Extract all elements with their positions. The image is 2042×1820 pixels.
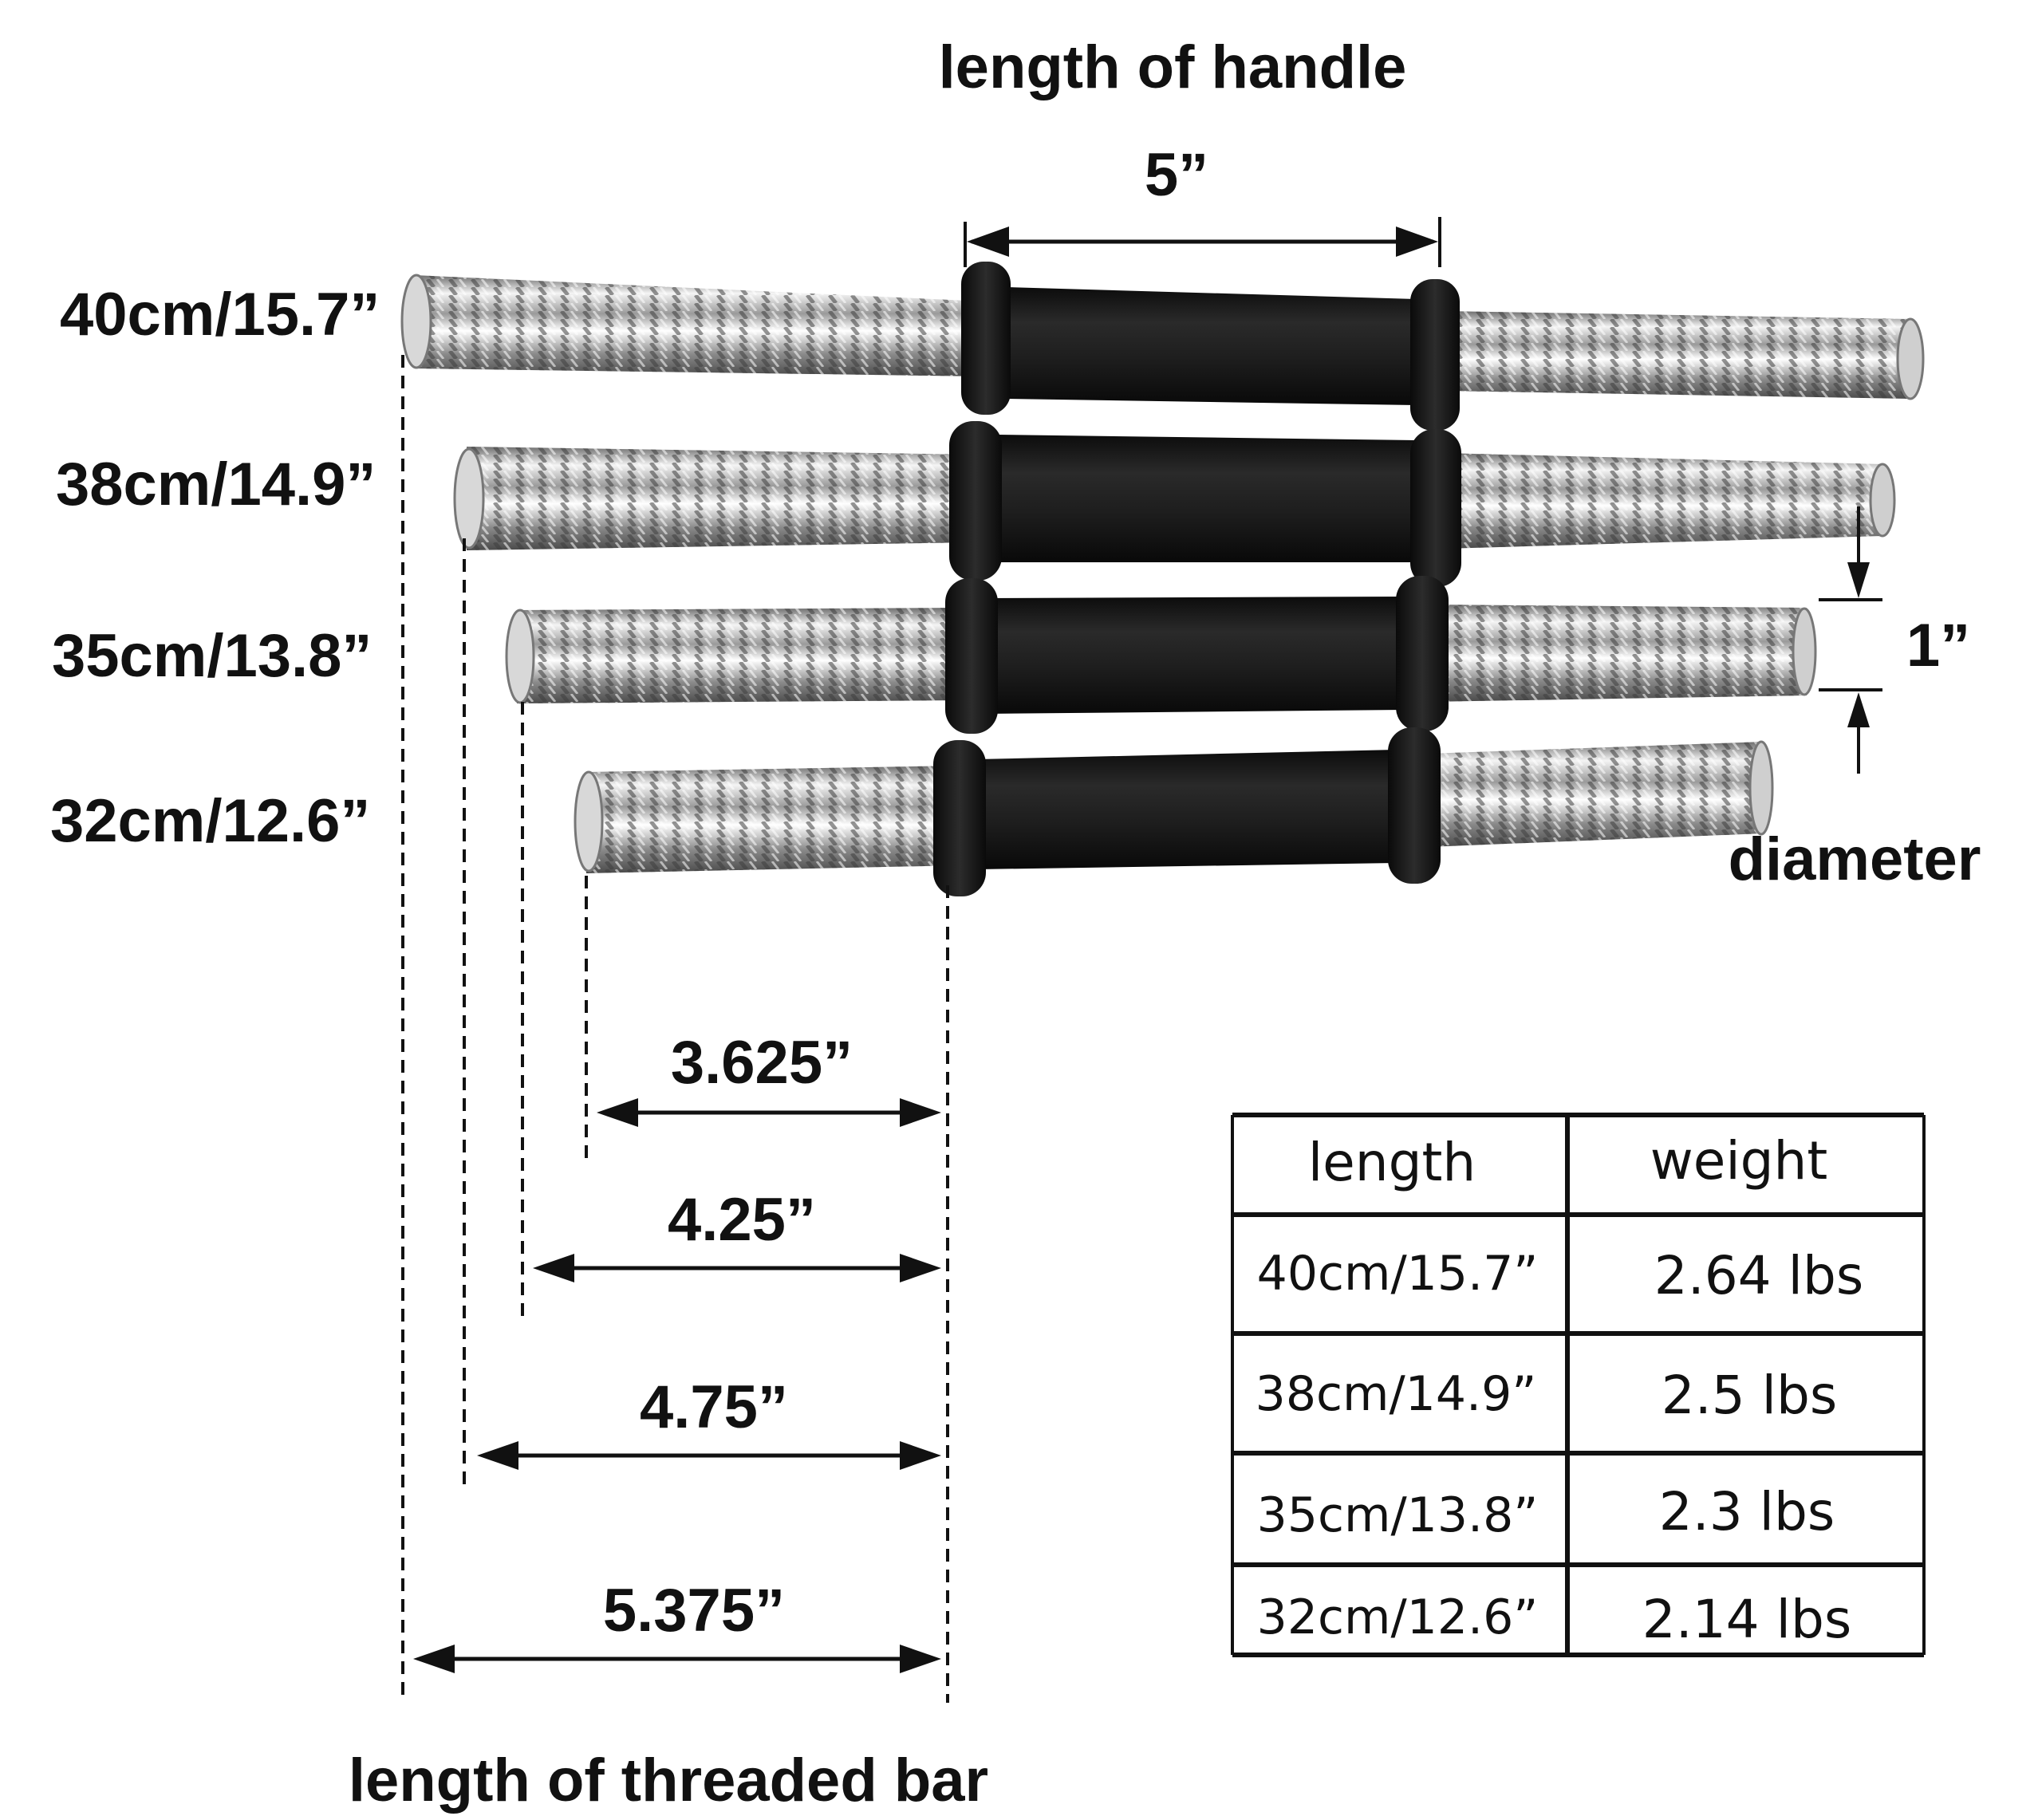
thread-length-40cm: 5.375” bbox=[603, 1577, 785, 1645]
thread-length-32cm: 3.625” bbox=[671, 1029, 853, 1097]
handle-length-value: 5” bbox=[1145, 141, 1208, 209]
table-cell-weight: 2.14 lbs bbox=[1642, 1589, 1852, 1650]
table-header-length: length bbox=[1308, 1132, 1476, 1193]
bar-label-35cm: 35cm/13.8” bbox=[52, 622, 372, 690]
thread-arrow-40cm bbox=[413, 1645, 941, 1673]
thread-arrow-35cm bbox=[533, 1254, 941, 1282]
extension-lines bbox=[401, 355, 949, 1703]
bar-label-38cm: 38cm/14.9” bbox=[56, 451, 376, 518]
dumbbell-bar-35cm bbox=[505, 576, 1817, 734]
thread-arrow-32cm bbox=[597, 1098, 941, 1127]
bar-label-32cm: 32cm/12.6” bbox=[50, 787, 370, 855]
diameter-value: 1” bbox=[1906, 612, 1970, 680]
table-cell-weight: 2.3 lbs bbox=[1659, 1481, 1835, 1542]
weight-table bbox=[1231, 1113, 1926, 1657]
threaded-bar-title: length of threaded bar bbox=[349, 1747, 988, 1814]
table-cell-weight: 2.5 lbs bbox=[1662, 1365, 1838, 1426]
table-cell-length: 38cm/14.9” bbox=[1256, 1366, 1537, 1422]
thread-length-38cm: 4.75” bbox=[640, 1373, 788, 1441]
thread-arrow-38cm bbox=[477, 1441, 941, 1470]
thread-length-35cm: 4.25” bbox=[668, 1186, 816, 1254]
dumbbell-bar-40cm bbox=[400, 262, 1925, 431]
dumbbell-bar-38cm bbox=[453, 421, 1896, 587]
handle-length-dimension bbox=[964, 217, 1441, 267]
dumbbell-bar-32cm bbox=[574, 727, 1774, 896]
table-cell-length: 32cm/12.6” bbox=[1257, 1590, 1539, 1645]
handle-length-title: length of handle bbox=[939, 33, 1407, 101]
table-cell-length: 35cm/13.8” bbox=[1257, 1487, 1539, 1543]
table-cell-weight: 2.64 lbs bbox=[1654, 1245, 1864, 1306]
bar-label-40cm: 40cm/15.7” bbox=[60, 281, 380, 349]
diameter-label: diameter bbox=[1729, 825, 1981, 893]
table-header-weight: weight bbox=[1650, 1130, 1828, 1192]
table-cell-length: 40cm/15.7” bbox=[1257, 1246, 1539, 1302]
diameter-dimension bbox=[1819, 506, 1882, 774]
